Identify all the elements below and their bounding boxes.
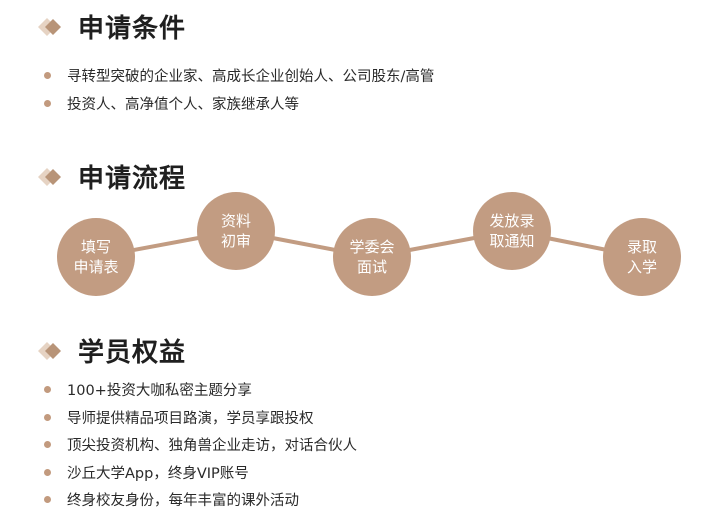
bullet-dot bbox=[44, 468, 51, 476]
list-item: 沙丘大学App，终身VIP账号 bbox=[44, 459, 357, 487]
bullet-dot bbox=[44, 72, 51, 80]
diamond-icon bbox=[38, 17, 61, 36]
list-item: 100+投资大咖私密主题分享 bbox=[44, 376, 357, 404]
section-title: 学员权益 bbox=[78, 338, 187, 368]
process-step-3: 学委会 面试 bbox=[333, 218, 411, 296]
conditions-list: 寻转型突破的企业家、高成长企业创始人、公司股东/高管 投资人、高净值个人、家族继… bbox=[44, 62, 434, 117]
diamond-icon bbox=[38, 341, 61, 360]
section-process-header: 申请流程 bbox=[38, 158, 186, 195]
bullet-dot bbox=[44, 99, 51, 107]
list-item: 终身校友身份，每年丰富的课外活动 bbox=[44, 486, 357, 514]
list-item: 导师提供精品项目路演，学员享跟投权 bbox=[44, 404, 357, 432]
bullet-dot bbox=[44, 413, 51, 421]
process-step-4: 发放录 取通知 bbox=[473, 192, 551, 270]
process-step-2: 资料 初审 bbox=[197, 192, 275, 270]
list-item: 寻转型突破的企业家、高成长企业创始人、公司股东/高管 bbox=[44, 62, 434, 90]
diamond-icon bbox=[38, 167, 61, 186]
process-step-5: 录取 入学 bbox=[603, 218, 681, 296]
section-conditions-header: 申请条件 bbox=[38, 8, 186, 45]
section-title: 申请流程 bbox=[78, 164, 187, 194]
bullet-dot bbox=[44, 496, 51, 504]
bullet-dot bbox=[44, 386, 51, 394]
section-benefits-header: 学员权益 bbox=[38, 332, 186, 369]
benefits-list: 100+投资大咖私密主题分享 导师提供精品项目路演，学员享跟投权 顶尖投资机构、… bbox=[44, 376, 357, 514]
list-item: 顶尖投资机构、独角兽企业走访，对话合伙人 bbox=[44, 431, 357, 459]
bullet-dot bbox=[44, 441, 51, 449]
list-item: 投资人、高净值个人、家族继承人等 bbox=[44, 90, 434, 118]
process-step-1: 填写 申请表 bbox=[57, 218, 135, 296]
section-title: 申请条件 bbox=[78, 14, 187, 44]
